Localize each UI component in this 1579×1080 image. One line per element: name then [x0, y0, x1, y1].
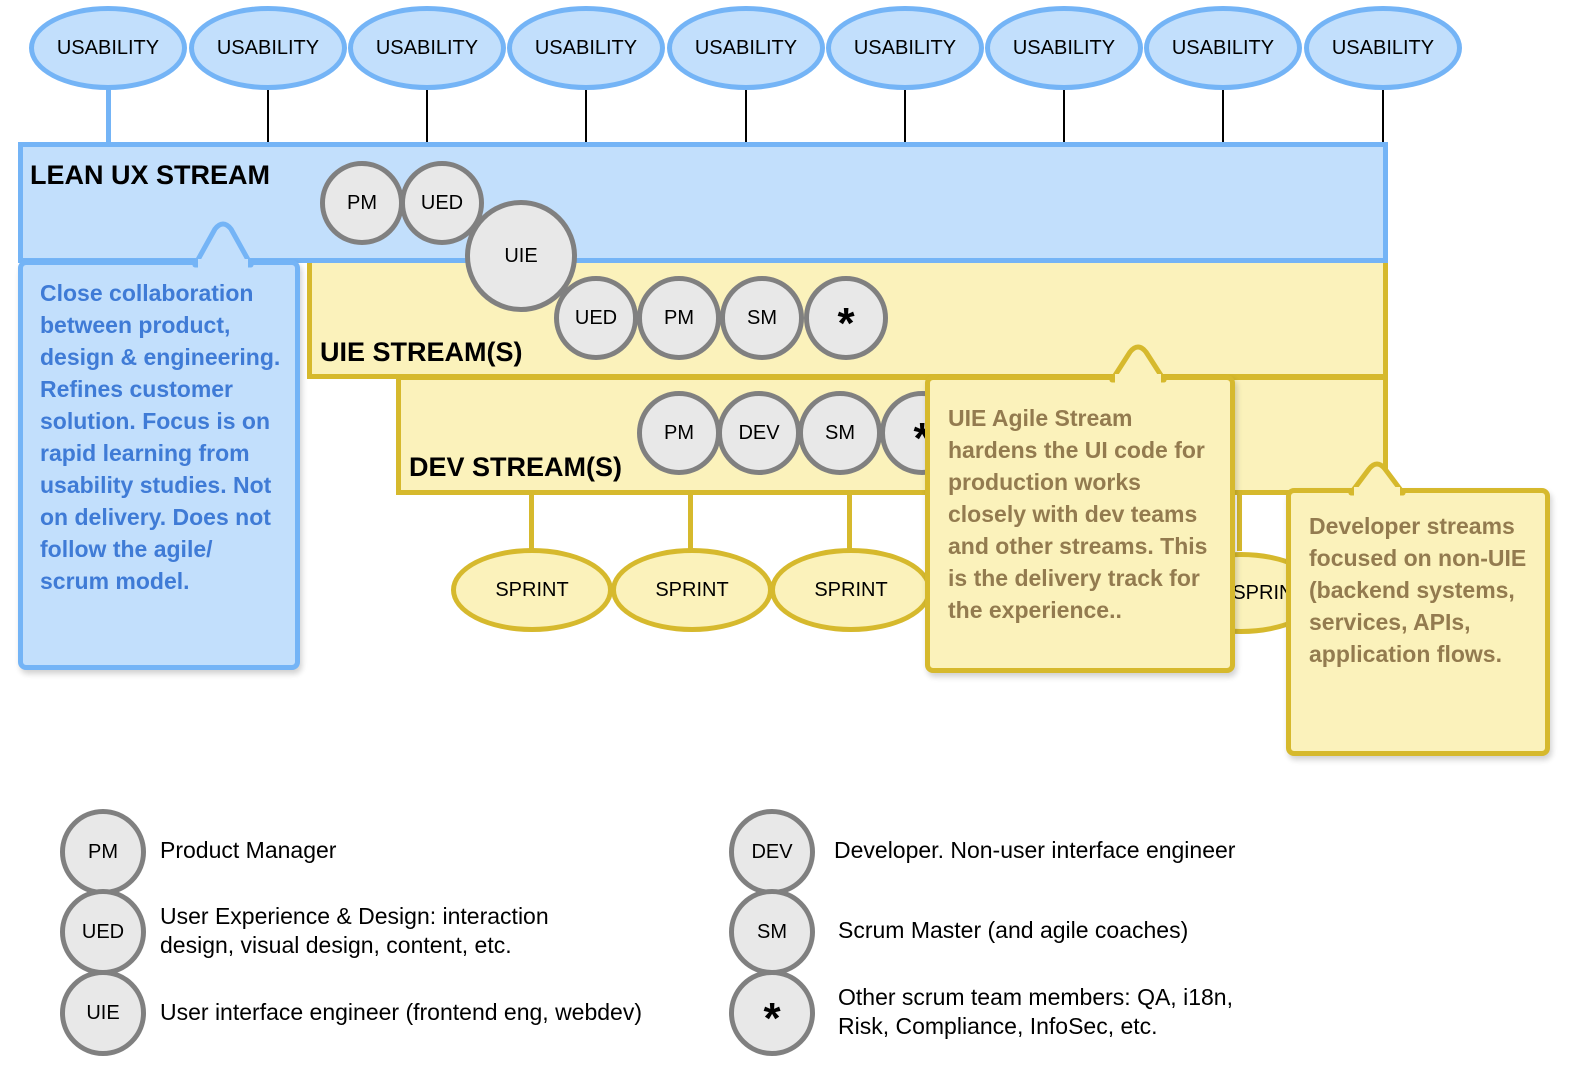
legend-desc-dev: Developer. Non-user interface engineer	[834, 837, 1236, 863]
usability-label: USABILITY	[375, 36, 479, 59]
usability-label: USABILITY	[1012, 36, 1116, 59]
sprint-label: SPRINT	[655, 578, 729, 601]
usability-node: USABILITY	[1304, 6, 1462, 90]
lean-ux-callout-text: Close collaboration between product, des…	[40, 280, 281, 594]
callout-pointer	[1109, 344, 1167, 386]
sprint-connector	[1237, 493, 1242, 551]
role-pm: PM	[637, 276, 721, 360]
usability-connector	[106, 88, 111, 143]
role-sm: SM	[720, 276, 804, 360]
usability-node: USABILITY	[667, 6, 825, 90]
legend-role-pm: PM	[60, 809, 146, 895]
uie-callout: UIE Agile Stream hardens the UI code for…	[925, 344, 1235, 673]
sprint-label: SPRINT	[495, 578, 569, 601]
usability-connector	[1063, 88, 1065, 143]
lean-ux-stream-box: LEAN UX STREAM	[18, 142, 1388, 263]
role-uie: UIE	[465, 200, 577, 312]
legend-abbr: UED	[81, 920, 125, 943]
usability-connector	[1222, 88, 1224, 143]
role-other-icon: *	[804, 276, 888, 360]
legend-desc-pm: Product Manager	[160, 837, 337, 863]
role-label: PM	[664, 421, 694, 444]
legend-desc-uie: User interface engineer (frontend eng, w…	[160, 999, 643, 1025]
role-label: UED	[420, 191, 464, 214]
usability-connector	[267, 88, 269, 143]
sprint-label: SPRINT	[814, 578, 888, 601]
legend-role-sm: SM	[729, 889, 815, 975]
usability-label: USABILITY	[1171, 36, 1275, 59]
usability-node: USABILITY	[1144, 6, 1302, 90]
dev-callout-text: Developer streams focused on non-UIE (ba…	[1309, 513, 1527, 667]
dev-callout: Developer streams focused on non-UIE (ba…	[1286, 461, 1550, 756]
lean-ux-stream-title: LEAN UX STREAM	[30, 160, 271, 190]
sprint-connector	[688, 493, 693, 551]
usability-node: USABILITY	[348, 6, 506, 90]
dev-stream-title: DEV STREAM(S)	[409, 452, 623, 482]
sprint-node: SPRINT	[611, 548, 773, 632]
role-label: SM	[825, 421, 855, 444]
role-pm: PM	[320, 161, 404, 245]
usability-node: USABILITY	[985, 6, 1143, 90]
sprint-connector	[847, 493, 852, 551]
legend-desc-sm: Scrum Master (and agile coaches)	[838, 917, 1189, 943]
usability-connector	[1382, 88, 1384, 143]
usability-node: USABILITY	[507, 6, 665, 90]
sprint-node: SPRINT	[770, 548, 932, 632]
usability-connector	[904, 88, 906, 143]
role-label: PM	[347, 191, 377, 214]
sprint-connector	[529, 493, 534, 551]
usability-node: USABILITY	[29, 6, 187, 90]
legend-role-dev: DEV	[729, 809, 815, 895]
role-label: UED	[574, 306, 618, 329]
legend-abbr: PM	[88, 840, 118, 863]
callout-pointer	[1348, 461, 1406, 499]
uie-stream-title: UIE STREAM(S)	[320, 337, 523, 367]
callout-pointer	[192, 221, 254, 271]
usability-connector	[426, 88, 428, 143]
usability-connector	[745, 88, 747, 143]
legend-abbr: UIE	[86, 1001, 120, 1024]
role-ued: UED	[554, 276, 638, 360]
usability-label: USABILITY	[216, 36, 320, 59]
role-label: SM	[747, 306, 777, 329]
role-dev: DEV	[717, 391, 801, 475]
usability-label: USABILITY	[853, 36, 957, 59]
role-label: DEV	[738, 421, 780, 444]
legend-abbr: SM	[757, 920, 787, 943]
role-pm: PM	[637, 391, 721, 475]
legend-role-ued: UED	[60, 889, 146, 975]
lean-ux-callout: Close collaboration between product, des…	[18, 221, 300, 670]
usability-label: USABILITY	[1331, 36, 1435, 59]
usability-connector	[585, 88, 587, 143]
role-label: *	[837, 299, 855, 348]
legend-desc-other: Other scrum team members: QA, i18n, Risk…	[838, 984, 1233, 1039]
usability-label: USABILITY	[694, 36, 798, 59]
legend-role-other-icon: *	[729, 970, 815, 1056]
usability-label: USABILITY	[56, 36, 160, 59]
role-sm: SM	[798, 391, 882, 475]
legend-abbr: *	[763, 994, 781, 1043]
legend-role-uie: UIE	[60, 970, 146, 1056]
uie-callout-text: UIE Agile Stream hardens the UI code for…	[948, 405, 1208, 623]
legend-abbr: DEV	[751, 840, 793, 863]
usability-label: USABILITY	[534, 36, 638, 59]
usability-node: USABILITY	[826, 6, 984, 90]
role-label: PM	[664, 306, 694, 329]
usability-node: USABILITY	[189, 6, 347, 90]
legend-desc-ued: User Experience & Design: interaction de…	[160, 903, 549, 958]
sprint-node: SPRINT	[451, 548, 613, 632]
role-label: UIE	[504, 244, 538, 267]
